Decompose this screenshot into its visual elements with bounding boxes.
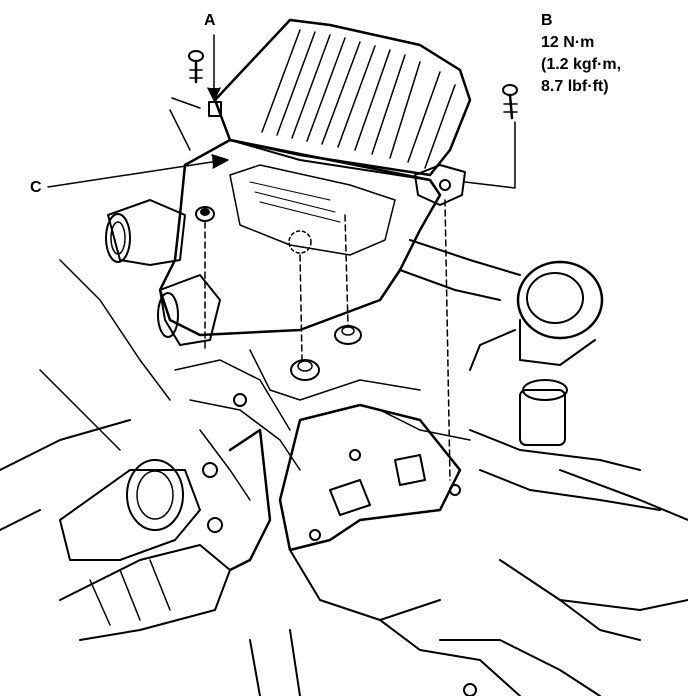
bolt-a-icon [188, 50, 204, 84]
engine-mount-bracket [278, 403, 462, 621]
leader-lines [47, 34, 516, 481]
bracket-b-icon [414, 164, 466, 206]
air-cleaner-cover [213, 18, 472, 181]
hoses-and-wires [0, 259, 471, 641]
engine-right-components [399, 239, 688, 611]
air-cleaner-housing [158, 138, 442, 337]
mount-grommets [195, 206, 362, 381]
clip-a-icon [208, 101, 222, 117]
callout-a-letter: A [204, 12, 216, 29]
callout-b-letter: B [541, 12, 553, 29]
callout-b-torque-lbf: 8.7 lbf·ft) [541, 78, 609, 95]
bolt-b-icon [502, 84, 518, 120]
callout-b-torque: 12 N·m [541, 34, 595, 51]
callout-c-letter: C [30, 179, 42, 196]
lower-engine-components [249, 599, 641, 696]
callout-b-torque-kgf: (1.2 kgf·m, [541, 56, 622, 73]
intake-snorkel [105, 199, 221, 346]
